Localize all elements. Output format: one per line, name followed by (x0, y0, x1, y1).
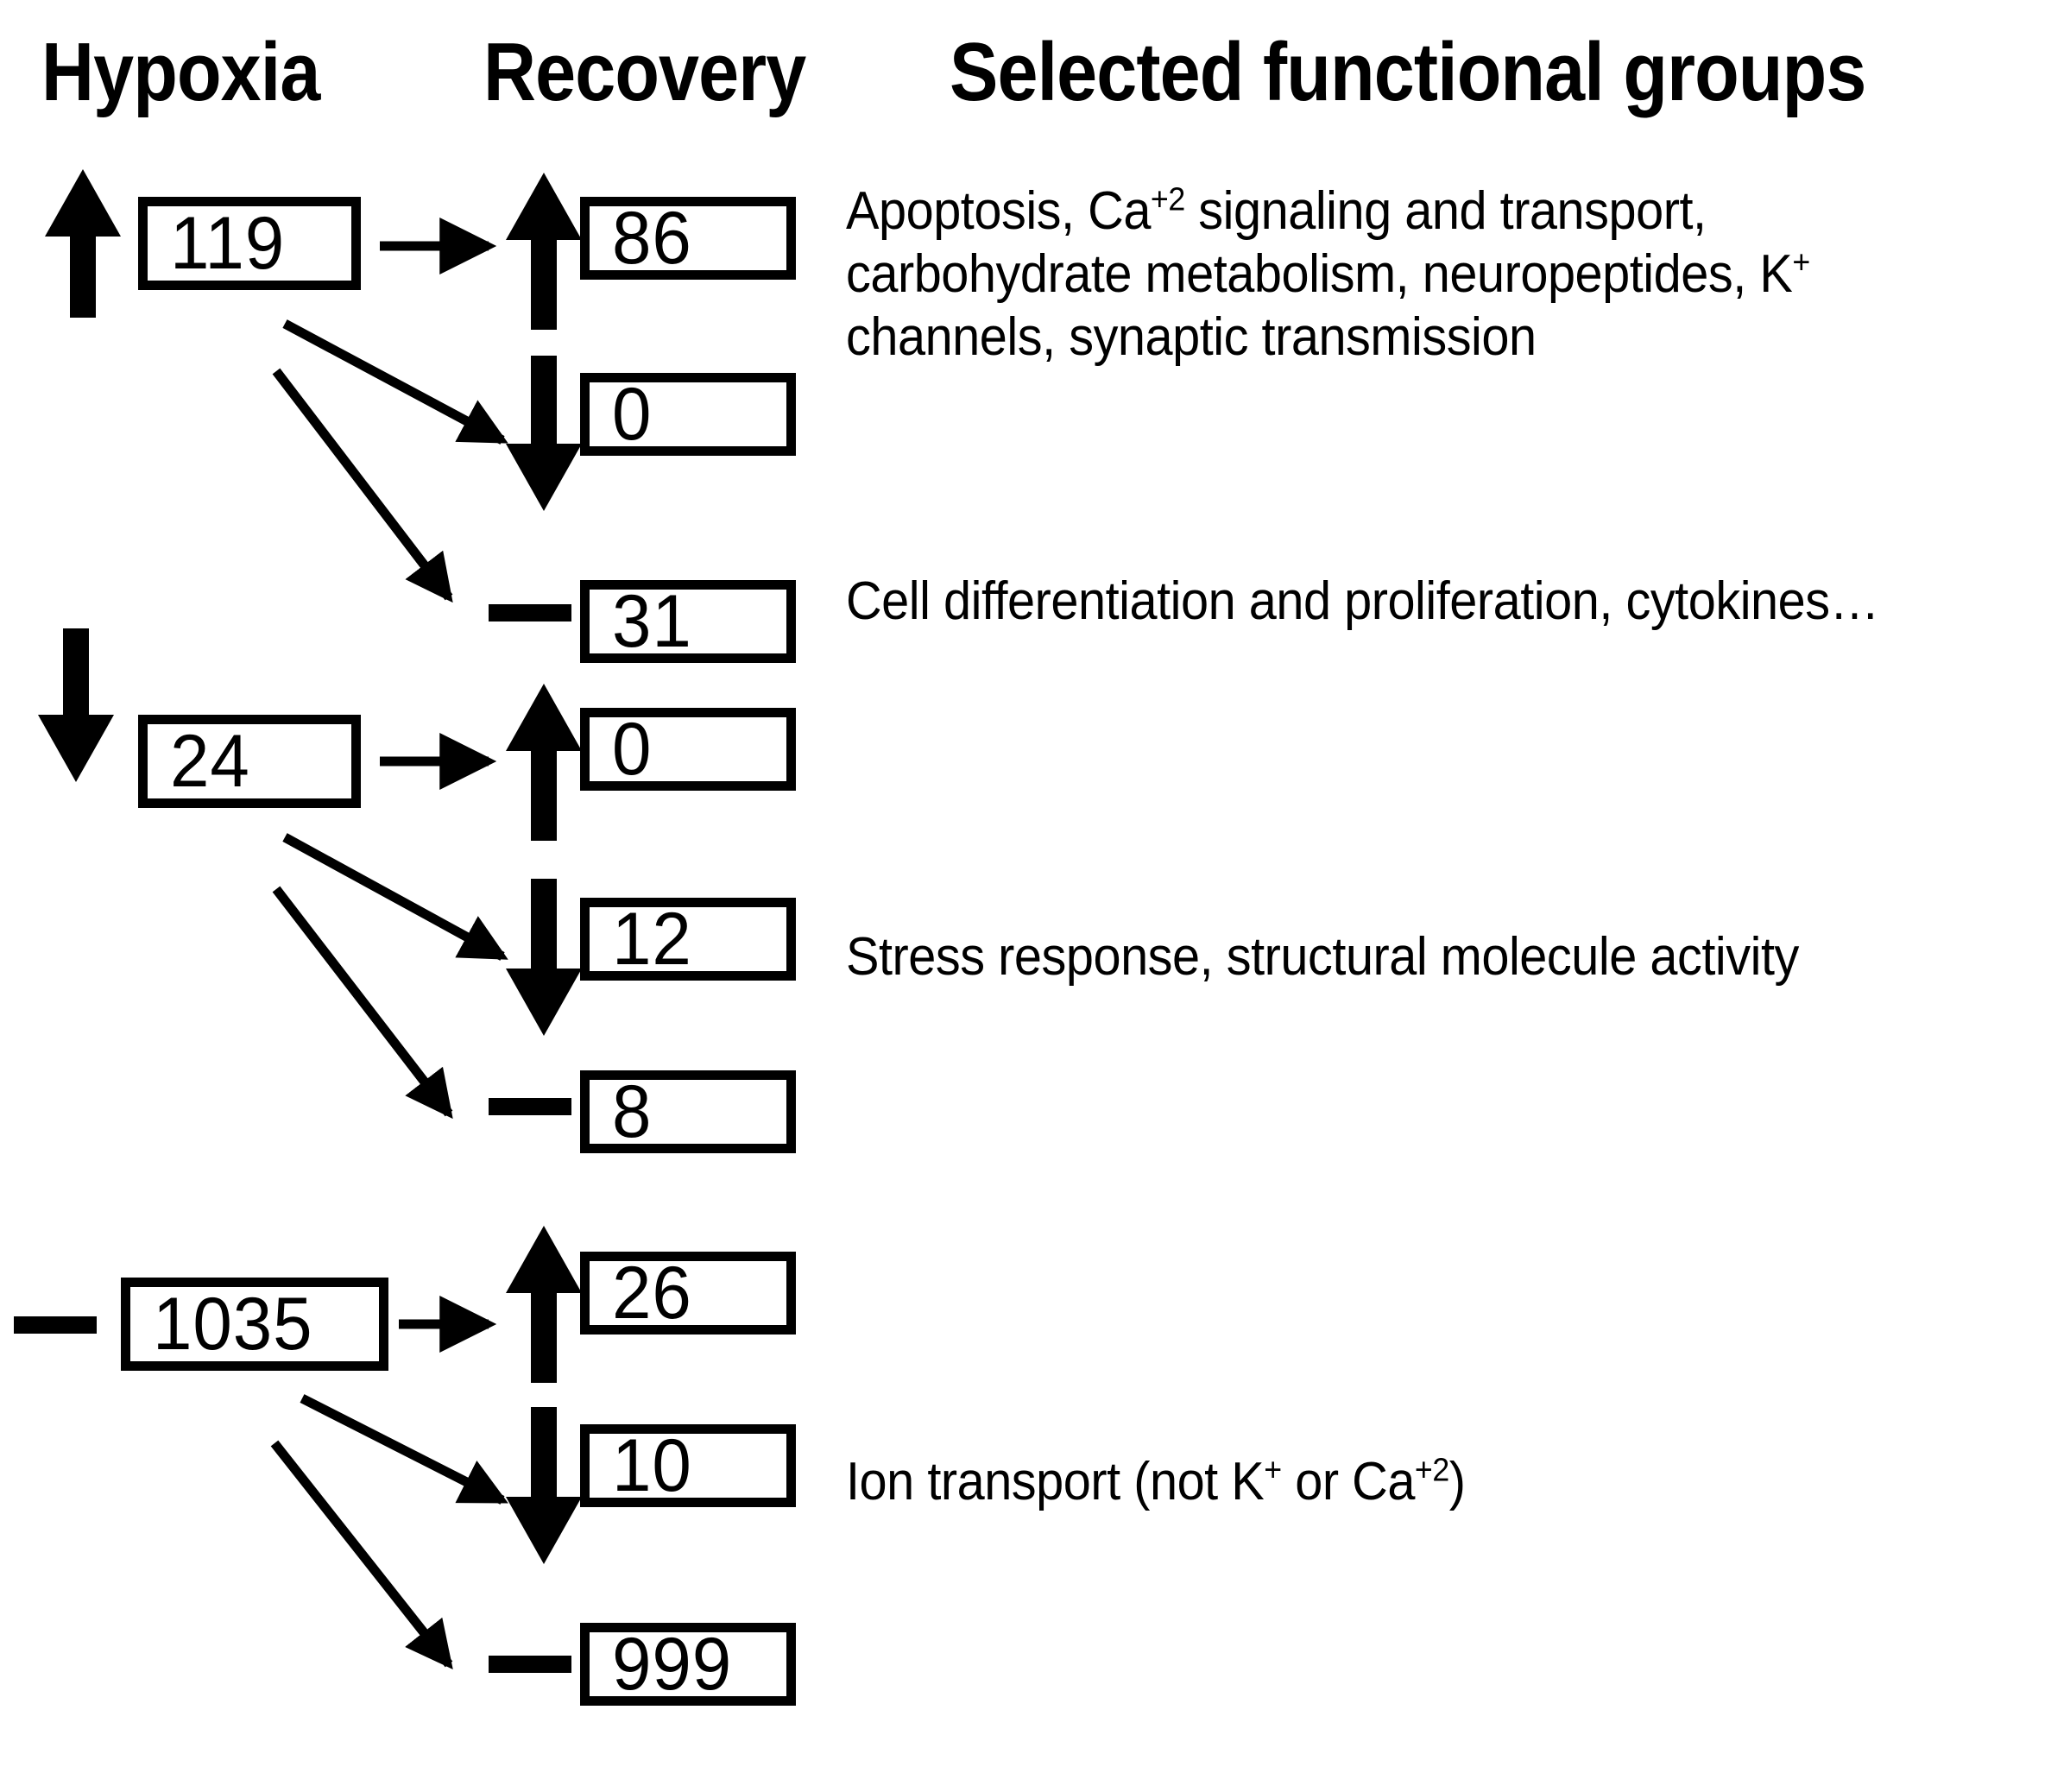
arrow-diagonal-icon-branch-2a (282, 833, 508, 961)
functional-group-text: Ion transport (not K+ or Ca+2) (846, 1451, 1466, 1511)
recovery-count-box: 31 (580, 580, 796, 663)
arrow-down-icon-recovery-2 (504, 356, 584, 511)
hypoxia-count-box: 119 (138, 197, 361, 290)
hypoxia-count-box: 1035 (121, 1278, 388, 1371)
column-header-recovery: Recovery (483, 26, 806, 118)
recovery-count-box: 12 (580, 898, 796, 981)
recovery-count-box: 8 (580, 1070, 796, 1153)
functional-group-text: Apoptosis, Ca+2 signaling and transport,… (846, 180, 1810, 368)
recovery-count-value: 0 (612, 373, 653, 456)
functional-group-text: Stress response, structural molecule act… (846, 927, 1799, 987)
hypoxia-count-box: 24 (138, 715, 361, 808)
dash-icon-hypoxia-3 (14, 1316, 97, 1334)
arrow-diagonal-icon-branch-1a (282, 319, 508, 445)
column-header-hypoxia: Hypoxia (41, 26, 320, 118)
arrow-diagonal-icon-branch-2b (272, 886, 453, 1120)
recovery-count-value: 86 (612, 197, 692, 280)
arrow-down-icon-hypoxia-2 (36, 628, 116, 782)
recovery-count-value: 31 (612, 580, 692, 663)
recovery-count-value: 12 (612, 898, 692, 981)
arrow-up-icon-recovery-7 (504, 1226, 584, 1383)
dash-icon-recovery-6 (489, 1098, 571, 1115)
recovery-count-box: 26 (580, 1252, 796, 1335)
arrow-up-icon-recovery-4 (504, 684, 584, 841)
recovery-count-box: 0 (580, 373, 796, 456)
recovery-count-box: 10 (580, 1424, 796, 1507)
functional-group-text: Cell differentiation and proliferation, … (846, 571, 1879, 631)
recovery-count-value: 10 (612, 1424, 692, 1507)
recovery-count-value: 8 (612, 1070, 653, 1153)
hypoxia-count-value: 119 (170, 202, 286, 285)
recovery-count-box: 999 (580, 1623, 796, 1706)
recovery-count-box: 86 (580, 197, 796, 280)
arrow-up-icon-recovery-1 (504, 173, 584, 330)
recovery-count-value: 0 (612, 708, 653, 791)
arrow-down-icon-recovery-8 (504, 1407, 584, 1564)
arrow-up-icon-hypoxia-1 (43, 169, 123, 318)
arrow-down-icon-recovery-5 (504, 879, 584, 1036)
recovery-count-value: 26 (612, 1252, 692, 1335)
hypoxia-count-value: 24 (170, 720, 250, 803)
arrow-diagonal-icon-branch-3a (300, 1394, 508, 1505)
dash-icon-recovery-3 (489, 604, 571, 622)
recovery-count-box: 0 (580, 708, 796, 791)
dash-icon-recovery-9 (489, 1656, 571, 1673)
arrow-diagonal-icon-branch-1b (272, 368, 453, 603)
arrow-diagonal-icon-branch-3b (270, 1440, 453, 1670)
hypoxia-count-value: 1035 (153, 1283, 313, 1366)
column-header-groups: Selected functional groups (950, 26, 1866, 118)
recovery-count-value: 999 (612, 1623, 733, 1706)
